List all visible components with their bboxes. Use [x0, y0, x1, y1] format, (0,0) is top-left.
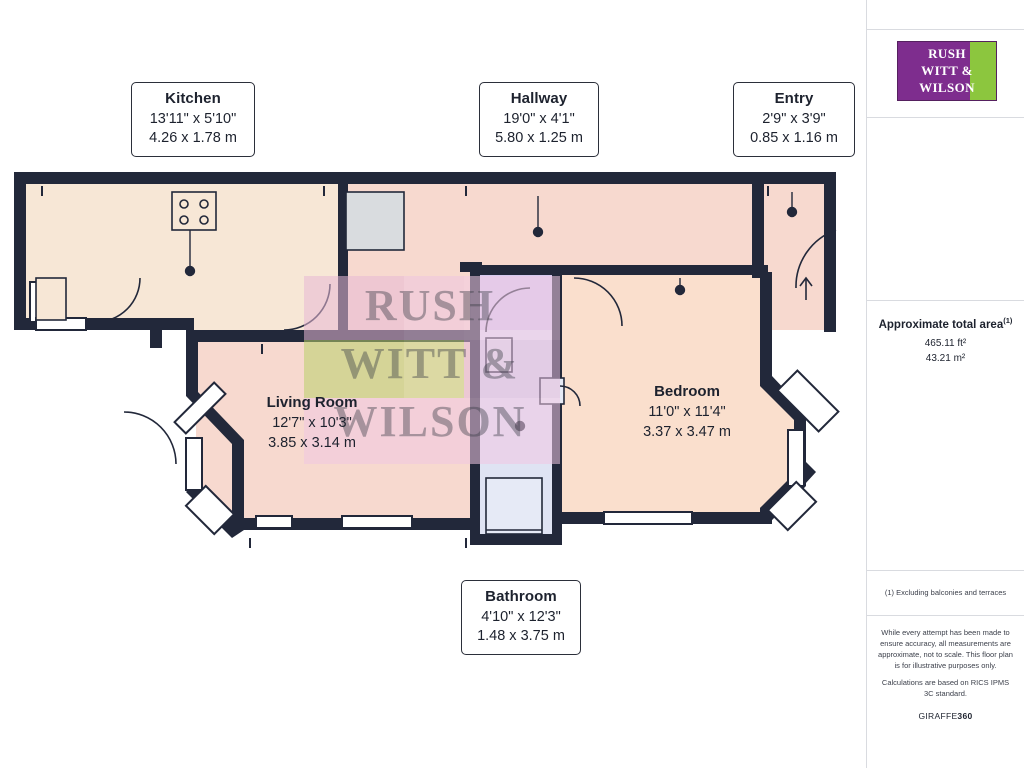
panel-divider-disclaimer: [867, 615, 1024, 616]
room-label-entry: Entry 2'9" x 3'9" 0.85 x 1.16 m: [733, 82, 855, 158]
room-label-bathroom: Bathroom 4'10" x 12'3" 1.48 x 3.75 m: [461, 580, 581, 656]
room-name-living-room: Living Room: [266, 394, 358, 411]
room-name-hallway: Hallway: [510, 90, 568, 107]
room-imperial-kitchen: 13'11" x 5'10": [149, 110, 237, 127]
brand-logo-cell: RUSH WITT & WILSON: [867, 29, 1024, 118]
room-metric-living-room: 3.85 x 3.14 m: [268, 434, 356, 451]
room-label-living-room: Living Room 12'7" x 10'3" 3.85 x 3.14 m: [232, 393, 392, 453]
entry-arrow: [799, 276, 813, 300]
logo-line-1: RUSH: [928, 46, 966, 61]
logo-line-2: WITT &: [921, 63, 973, 78]
panel-divider-area-top: [867, 300, 1024, 301]
room-label-kitchen: Kitchen 13'11" x 5'10" 4.26 x 1.78 m: [131, 82, 255, 158]
room-label-hallway: Hallway 19'0" x 4'1" 5.80 x 1.25 m: [479, 82, 599, 158]
info-panel: RUSH WITT & WILSON Approximate total are…: [866, 0, 1024, 768]
footer-brand-accent: 360: [957, 711, 973, 721]
panel-divider-top: [867, 29, 1024, 30]
room-name-bedroom: Bedroom: [654, 383, 720, 400]
rush-witt-wilson-logo: RUSH WITT & WILSON: [897, 41, 997, 101]
disclaimer-text: While every attempt has been made to ens…: [878, 628, 1013, 670]
room-metric-kitchen: 4.26 x 1.78 m: [149, 129, 237, 146]
room-label-bedroom: Bedroom 11'0" x 11'4" 3.37 x 3.47 m: [607, 382, 767, 442]
room-imperial-bathroom: 4'10" x 12'3": [481, 608, 561, 625]
total-area-footnote-marker: (1): [1003, 316, 1013, 325]
room-imperial-hallway: 19'0" x 4'1": [503, 110, 575, 127]
room-metric-hallway: 5.80 x 1.25 m: [495, 129, 583, 146]
footer-brand-name: GIRAFFE: [918, 711, 958, 721]
room-metric-bedroom: 3.37 x 3.47 m: [643, 423, 731, 440]
exclusion-note: (1) Excluding balconies and terraces: [884, 588, 1007, 597]
total-area-sqm: 43.21 m²: [925, 352, 966, 364]
room-fills: [22, 180, 836, 540]
total-area-title: Approximate total area(1): [867, 316, 1024, 331]
calculation-standard-note: Calculations are based on RICS IPMS 3C s…: [881, 678, 1010, 698]
giraffe360-footer: GIRAFFE360: [867, 711, 1024, 721]
total-area-block: Approximate total area(1) 465.11 ft² 43.…: [867, 316, 1024, 366]
room-imperial-bedroom: 11'0" x 11'4": [648, 404, 726, 421]
dimension-ticks: [41, 186, 834, 548]
windows: [29, 281, 840, 536]
room-name-entry: Entry: [774, 90, 814, 107]
logo-green-block: [970, 42, 996, 100]
room-name-bathroom: Bathroom: [485, 588, 557, 605]
room-imperial-living-room: 12'7" x 10'3": [272, 415, 352, 432]
room-metric-bathroom: 1.48 x 3.75 m: [477, 627, 565, 644]
total-area-sqft: 465.11 ft²: [924, 337, 967, 349]
panel-divider-notes-top: [867, 570, 1024, 571]
total-area-label: Approximate total area: [878, 318, 1004, 331]
room-name-kitchen: Kitchen: [165, 90, 221, 107]
room-imperial-entry: 2'9" x 3'9": [762, 110, 826, 127]
room-metric-entry: 0.85 x 1.16 m: [750, 129, 838, 146]
logo-line-3: WILSON: [919, 80, 975, 95]
